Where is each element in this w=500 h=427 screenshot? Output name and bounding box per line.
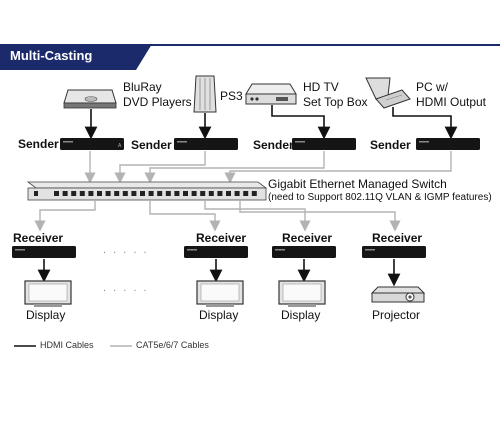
receiver-box-4 xyxy=(362,246,426,258)
sender-label: Sender xyxy=(131,138,172,152)
switch-subtitle: (need to Support 802.11Q VLAN & IGMP fea… xyxy=(268,192,492,203)
switch-port xyxy=(200,191,206,196)
switch-port xyxy=(165,191,171,196)
cat-cables-receiver xyxy=(34,201,401,232)
header-bar xyxy=(0,44,500,70)
source-label-line: HDMI Output xyxy=(416,95,487,109)
legend-cat-label: CAT5e/6/7 Cables xyxy=(136,340,209,350)
output-label: Display xyxy=(199,308,239,322)
switch-port xyxy=(148,191,154,196)
receiver-label: Receiver xyxy=(13,231,64,245)
switch-port xyxy=(243,191,249,196)
switch-port xyxy=(174,191,180,196)
sender-box-1: A xyxy=(60,138,124,150)
switch-port xyxy=(251,191,257,196)
cat-cables-sender xyxy=(84,151,452,184)
hdmi-cables-output xyxy=(37,259,401,287)
switch-port xyxy=(122,191,128,196)
switch-port xyxy=(140,191,145,196)
laptop-icon xyxy=(365,77,411,109)
switch-port xyxy=(114,191,120,196)
source-label-settop: HD TV Set Top Box xyxy=(303,80,368,110)
sender-box-4 xyxy=(416,138,480,150)
switch-port xyxy=(183,191,188,196)
switch-port xyxy=(217,191,223,196)
source-label-line: Set Top Box xyxy=(303,95,368,109)
receiver-box-2 xyxy=(184,246,248,258)
svg-text:A: A xyxy=(118,143,122,149)
switch-port xyxy=(71,191,77,196)
sender-box-3 xyxy=(292,138,356,150)
switch-port xyxy=(234,191,240,196)
source-label-line: DVD Players xyxy=(123,95,192,109)
switch-port xyxy=(79,191,85,196)
source-label-pc: PC w/ HDMI Output xyxy=(416,80,486,110)
switch-port xyxy=(105,191,111,196)
switch-port xyxy=(157,191,163,196)
switch-port xyxy=(88,191,94,196)
bluray-player-icon xyxy=(63,89,117,109)
switch-port xyxy=(131,191,137,196)
switch-port xyxy=(191,191,197,196)
receiver-label: Receiver xyxy=(372,231,423,245)
display-icon xyxy=(24,280,72,307)
receiver-box-1 xyxy=(12,246,76,258)
projector-icon xyxy=(370,286,426,303)
source-label-ps3: PS3 xyxy=(220,89,243,103)
display-icon xyxy=(278,280,326,307)
switch-port xyxy=(62,191,68,196)
switch-port xyxy=(226,191,231,196)
ps3-console-icon xyxy=(193,75,217,113)
output-label: Display xyxy=(26,308,66,322)
sender-label: Sender xyxy=(370,138,411,152)
source-label-line: HD TV xyxy=(303,80,339,94)
hdmi-cables-source xyxy=(84,105,458,140)
legend-hdmi-label: HDMI Cables xyxy=(40,340,94,350)
source-label-line: BluRay xyxy=(123,80,162,94)
network-switch-icon xyxy=(26,181,268,201)
switch-port xyxy=(54,191,59,196)
sender-label: Sender xyxy=(253,138,294,152)
set-top-box-icon xyxy=(245,83,297,105)
output-label: Projector xyxy=(372,308,421,322)
ellipsis-receivers: . . . . . xyxy=(103,244,149,256)
sender-box-2 xyxy=(174,138,238,150)
receiver-box-3 xyxy=(272,246,336,258)
switch-port xyxy=(97,191,102,196)
page-title: Multi-Casting xyxy=(10,48,93,63)
source-label-bluray: BluRay DVD Players xyxy=(123,80,192,110)
output-label: Display xyxy=(281,308,321,322)
sender-label: Sender xyxy=(18,137,59,151)
receiver-label: Receiver xyxy=(282,231,333,245)
display-icon xyxy=(196,280,244,307)
source-label-line: PC w/ xyxy=(416,80,449,94)
switch-port xyxy=(208,191,214,196)
switch-title: Gigabit Ethernet Managed Switch xyxy=(268,177,447,191)
ellipsis-displays: . . . . . xyxy=(103,282,149,294)
receiver-label: Receiver xyxy=(196,231,247,245)
